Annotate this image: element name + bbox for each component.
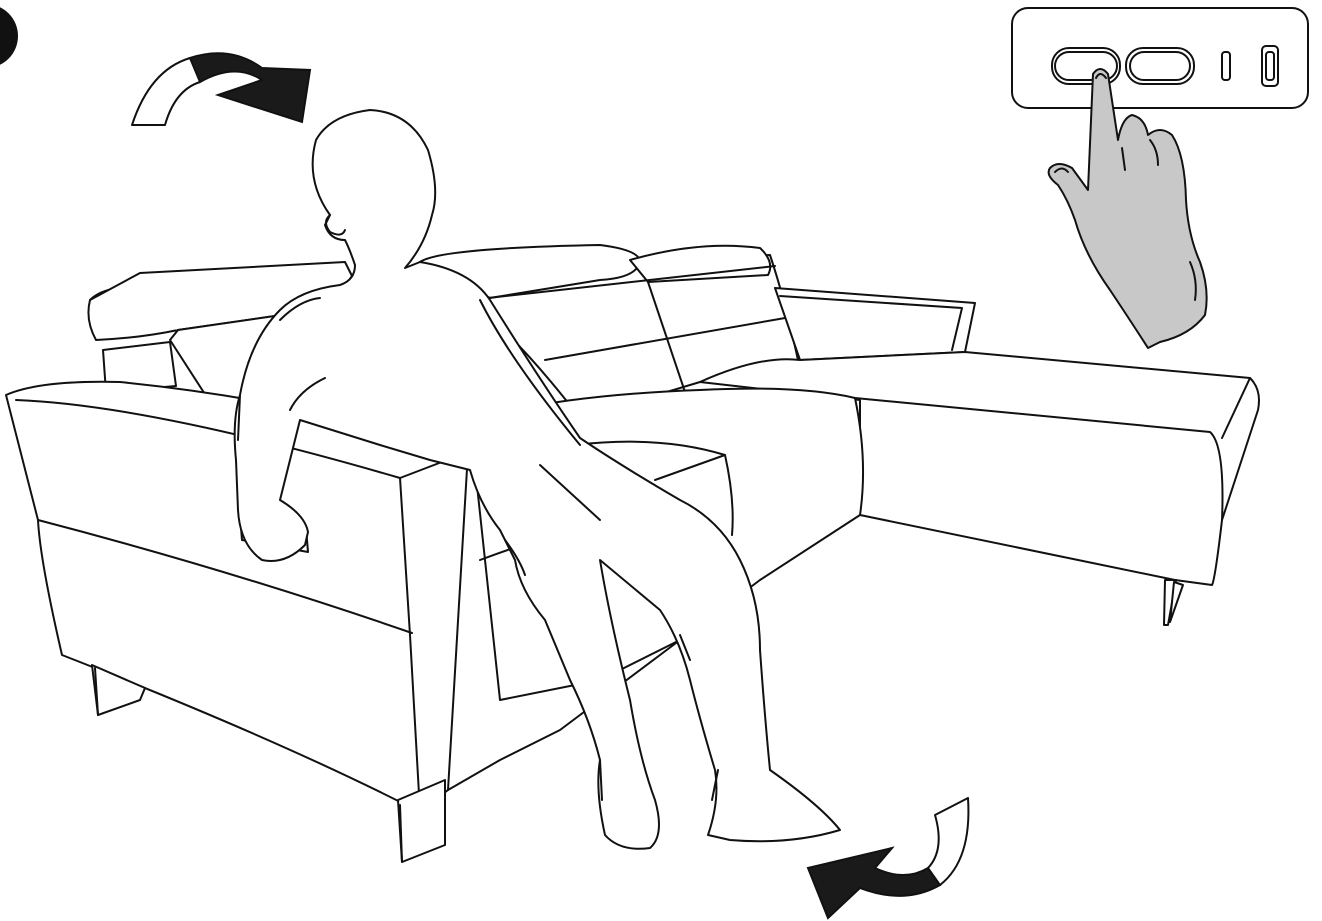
curved-arrow-icon xyxy=(808,798,968,918)
middle-headrest-right xyxy=(630,246,770,282)
control-panel-detail-inset xyxy=(1012,8,1308,348)
chaise-back xyxy=(775,288,975,360)
pointing-hand-icon xyxy=(1049,69,1207,348)
curved-arrow-icon xyxy=(132,53,310,125)
arrow-tail xyxy=(928,798,969,885)
arrow-head xyxy=(808,848,940,918)
arrow-tail xyxy=(132,58,201,125)
arrow-head xyxy=(190,53,310,122)
step-number-badge-icon xyxy=(0,4,18,68)
